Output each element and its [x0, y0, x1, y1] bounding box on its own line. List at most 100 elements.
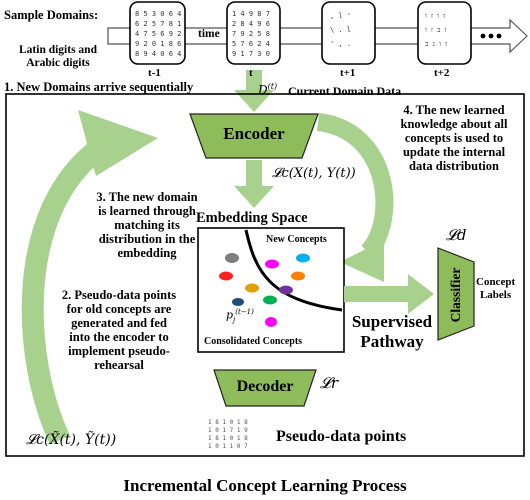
encoder-to-embedding-arrow — [234, 160, 274, 208]
supervised-pathway-line: Pathway — [360, 332, 424, 351]
concept-blob — [263, 295, 277, 305]
step-4-line: knowledge about all — [400, 117, 508, 131]
classifier-label: Classifier — [448, 267, 463, 323]
step-4-line: data distribution — [409, 159, 499, 173]
sample-domains-label: Sample Domains: — [4, 8, 99, 22]
step-4-line: update the internal — [402, 145, 506, 159]
step-3-line: is learned through — [98, 204, 196, 218]
step-2-line: for old concepts are — [66, 302, 172, 316]
svg-text:1 0 1 1 0 7: 1 0 1 1 0 7 — [208, 443, 248, 450]
concept-labels-line: Labels — [479, 289, 512, 301]
decoder-block — [213, 369, 317, 407]
svg-text:1 0 1 7 1 9: 1 0 1 7 1 9 — [208, 427, 248, 434]
encoder-label: Encoder — [223, 124, 285, 143]
concept-labels-text: Concept Labels — [476, 276, 515, 302]
concept-blob — [296, 253, 310, 263]
step-2-line: 2. Pseudo-data points — [61, 288, 177, 302]
step-2-line: rehearsal — [94, 358, 144, 372]
step-3-line: distribution in the — [98, 232, 196, 246]
sample-domains-line: Latin digits and — [19, 44, 97, 56]
embedding-point-letter: p — [226, 308, 234, 322]
step-3-line: embedding — [117, 246, 177, 260]
step-2-text: 2. Pseudo-data points for old concepts a… — [52, 288, 186, 372]
svg-text:9 1 7 3 0: 9 1 7 3 0 — [232, 50, 270, 58]
sample-domains-description: Latin digits and Arabic digits — [6, 44, 110, 70]
domain-symbol: D(t) — [258, 82, 277, 97]
decision-boundary-curve — [244, 229, 343, 312]
concept-labels-line: Concept — [476, 276, 516, 288]
digit-glyph-texture: 8 5 3 0 6 4 6 2 5 7 8 1 4 7 5 6 9 2 9 2 … — [135, 10, 447, 58]
svg-text:ו ב ז ו: ו ב ז ו — [425, 26, 447, 34]
svg-text:8 5 3 0 6 4: 8 5 3 0 6 4 — [135, 10, 181, 18]
svg-text:2 8 4 9 6: 2 8 4 9 6 — [232, 20, 270, 28]
embedding-point-subscript: j — [233, 315, 236, 324]
svg-text:6 2 5 7 8 1: 6 2 5 7 8 1 — [135, 20, 181, 28]
domain-symbol-letter: D — [258, 83, 268, 97]
svg-text:1 4 9 8 7: 1 4 9 8 7 — [232, 10, 270, 18]
pseudo-classification-loss-label: 𝓛c(X̃(t), Ỹ(t)) — [26, 432, 117, 448]
timestep-label: t+1 — [340, 67, 356, 79]
figure-footer-title: Incremental Concept Learning Process — [123, 476, 407, 495]
timestep-label: t — [249, 67, 253, 79]
consolidated-concepts-label: Consolidated Concepts — [204, 336, 303, 347]
timestep-label: t+2 — [434, 67, 450, 79]
embedding-space-box — [197, 227, 345, 353]
step-3-text: 3. The new domain is learned through mat… — [84, 190, 210, 260]
step-2-line: generated and fed — [71, 316, 167, 330]
rehearsal-loop-arrow — [21, 110, 158, 445]
step-4-line: 4. The new learned — [403, 103, 505, 117]
svg-text:7 9 2 5 8: 7 9 2 5 8 — [232, 30, 270, 38]
encoder-block — [189, 113, 319, 159]
pseudo-data-glyphs: 1 8 1 0 1 8 1 0 1 7 1 9 1 8 1 0 1 8 1 0 … — [208, 419, 248, 450]
concept-blob — [279, 285, 293, 295]
classification-loss-label: 𝓛c(X(t), Y(t)) — [272, 166, 356, 181]
update-distribution-arrow — [316, 113, 394, 282]
distribution-loss-label: 𝓛d — [446, 226, 467, 244]
svg-text:ז ו נ ב: ז ו נ ב — [425, 40, 447, 48]
svg-text:1 8 1 0 1 8: 1 8 1 0 1 8 — [208, 419, 248, 426]
time-label: time — [198, 28, 220, 40]
step-1-text: 1. New Domains arrive sequentially — [4, 80, 194, 94]
supervised-pathway-line: Supervised — [351, 312, 433, 331]
supervised-pathway-label: Supervised Pathway — [344, 312, 440, 352]
more-domains-dots — [480, 33, 502, 39]
pseudo-data-points-label: Pseudo-data points — [276, 428, 407, 445]
step-3-line: 3. The new domain — [96, 190, 198, 204]
concept-blob — [219, 271, 233, 281]
svg-text:8 9 4 0 6 4: 8 9 4 0 6 4 — [135, 50, 181, 58]
embedding-point-superscript: (t−1) — [235, 308, 254, 316]
domain-tile-t+2 — [417, 1, 472, 65]
domain-tile-t-1 — [129, 1, 186, 65]
new-concepts-label: New Concepts — [266, 234, 327, 245]
current-domain-label: Current Domain Data — [288, 84, 402, 98]
step-3-line: matching its — [114, 218, 180, 232]
svg-text:1 8 1 0 1 8: 1 8 1 0 1 8 — [208, 435, 248, 442]
step-4-line: concepts is used to — [404, 131, 504, 145]
process-frame — [5, 93, 525, 457]
step-2-line: into the encoder to — [69, 330, 169, 344]
svg-text:5 7 6 2 4: 5 7 6 2 4 — [232, 40, 270, 48]
domain-to-encoder-arrow — [234, 70, 274, 112]
reconstruction-loss-label: 𝓛r — [320, 374, 339, 392]
svg-text:4 7 5 6 9 2: 4 7 5 6 9 2 — [135, 30, 181, 38]
concept-blob — [265, 259, 279, 269]
concept-blob — [232, 298, 244, 306]
decoder-label: Decoder — [236, 378, 294, 395]
domain-symbol-superscript: (t) — [267, 82, 278, 91]
svg-text:ז ו ז ו: ז ו ז ו — [425, 12, 445, 20]
concept-blob — [245, 283, 259, 293]
sample-domains-line: Arabic digits — [26, 57, 90, 69]
domain-tile-t+1 — [321, 1, 376, 65]
embedding-point-label: pj(t−1) — [226, 308, 254, 324]
timestep-label: t-1 — [148, 67, 161, 79]
svg-text:\ . l: \ . l — [330, 26, 351, 34]
svg-text:, l ': , l ' — [330, 12, 351, 20]
step-4-text: 4. The new learned knowledge about all c… — [384, 103, 524, 173]
embedding-to-classifier-arrow — [344, 274, 434, 314]
step-2-line: implement pseudo- — [68, 344, 170, 358]
concept-blob — [291, 271, 305, 281]
concept-blob — [265, 317, 277, 327]
classifier-block — [437, 247, 475, 341]
svg-text:' , .: ' , . — [330, 40, 351, 48]
